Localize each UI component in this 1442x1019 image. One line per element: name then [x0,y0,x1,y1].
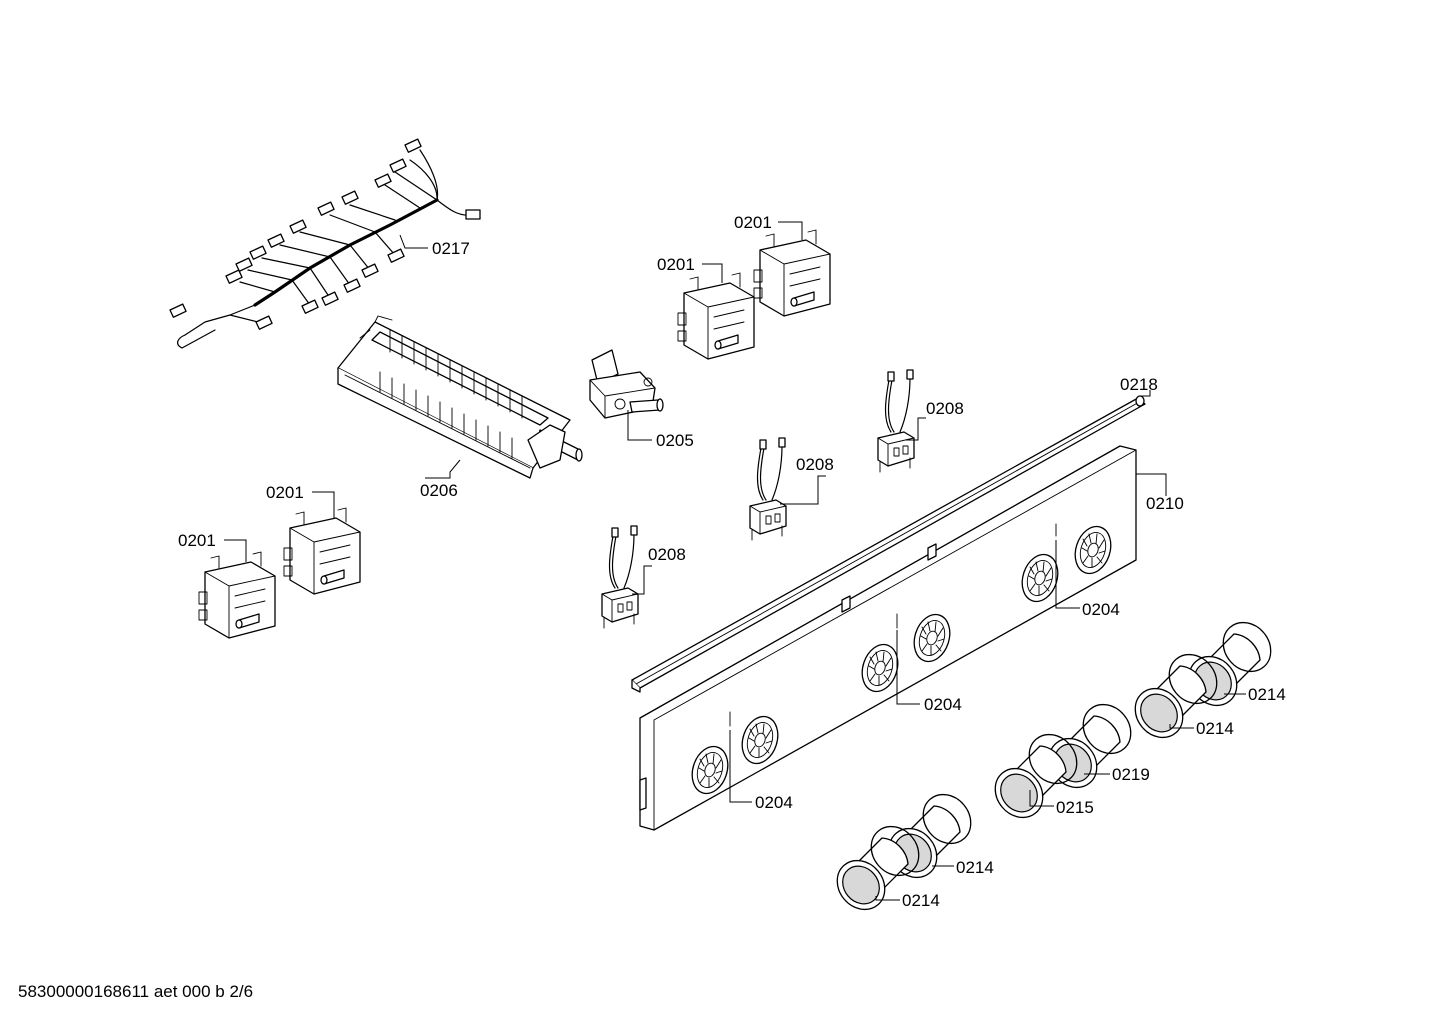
label-connector-a: 0208 [926,399,964,418]
label-regulator-c: 0201 [266,483,304,502]
label-knob-f: 0215 [1056,798,1094,817]
document-reference: 58300000168611 aet 000 b 2/6 [18,982,254,1001]
callout-labels: 0217 0206 0205 0201 0201 0201 0201 0208 … [178,213,1286,910]
label-valve: 0205 [656,431,694,450]
label-knob-e: 0219 [1112,765,1150,784]
label-lamp-b: 0204 [924,695,962,714]
regulator-lower-left [198,551,276,639]
connector-left [601,525,639,629]
label-regulator-d: 0201 [178,531,216,550]
label-connector-c: 0208 [648,545,686,564]
wiring-harness [169,138,481,349]
valve [589,349,664,419]
label-regulator-a: 0201 [734,213,772,232]
label-lamp-a: 0204 [1082,600,1120,619]
label-trim-strip: 0218 [1120,375,1158,394]
label-knob-a: 0214 [1248,685,1286,704]
trim-strip [631,395,1146,693]
label-knob-c: 0214 [956,858,994,877]
regulator-upper-left [677,272,755,360]
switch-rail [337,315,583,479]
label-regulator-b: 0201 [657,255,695,274]
label-knob-b: 0214 [1196,719,1234,738]
regulator-lower-right [283,507,361,595]
regulator-upper-right [753,229,831,317]
label-panel: 0210 [1146,494,1184,513]
leader-lines [224,221,1246,901]
connector-right [877,369,915,473]
label-connector-b: 0208 [796,455,834,474]
connector-middle [749,437,787,541]
control-panel [639,445,1137,831]
label-knob-d: 0214 [902,891,940,910]
label-harness: 0217 [432,239,470,258]
label-lamp-c: 0204 [755,793,793,812]
label-switch-rail: 0206 [420,481,458,500]
